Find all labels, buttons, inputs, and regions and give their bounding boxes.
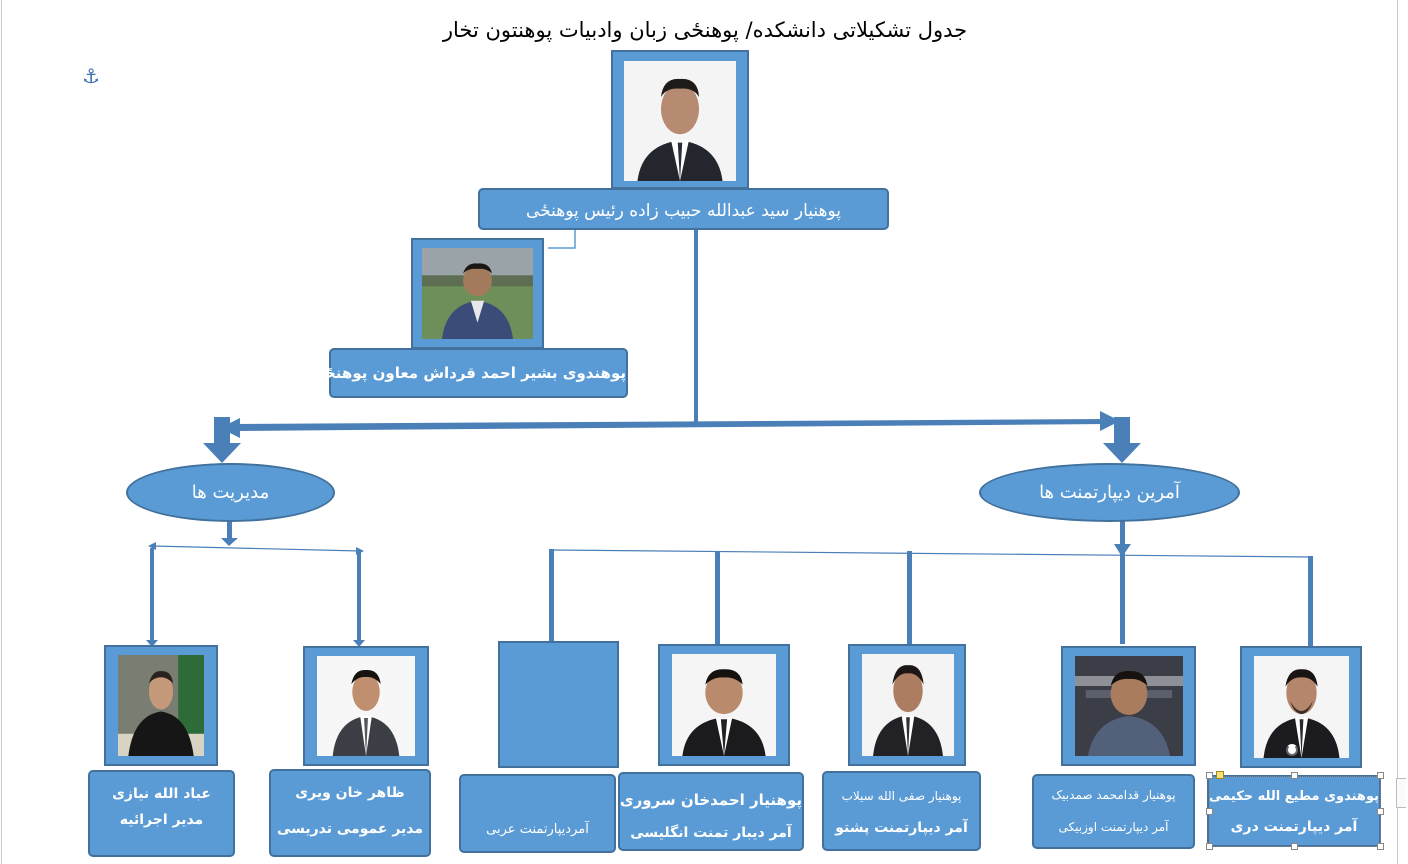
managements-node[interactable]: مدیریت ها: [126, 463, 335, 522]
resize-handle[interactable]: [1291, 772, 1298, 779]
manager-box-executive[interactable]: عباد الله نیازی مدیر اجرائیه: [88, 770, 235, 857]
dept-head-name: پوهنیار احمدخان سروری: [619, 791, 802, 809]
managements-label: مدیریت ها: [191, 482, 270, 503]
resize-handle[interactable]: [1377, 772, 1384, 779]
deputy-box[interactable]: پوهندوی بشیر احمد قرداش معاون پوهنځی: [309, 348, 628, 398]
manager-photo-executive: [104, 645, 218, 766]
dean-photo: [611, 50, 749, 189]
dept-photo-uzbek: [1061, 646, 1196, 766]
dept-head-name: پوهندوی مطیع الله حکیمی: [1209, 789, 1379, 804]
rotate-handle-icon[interactable]: [1286, 744, 1298, 756]
dept-photo-dari: [1240, 646, 1362, 768]
resize-handle[interactable]: [1206, 843, 1213, 850]
dept-head-name: پوهنیار قدامحمد صمدبیک: [1051, 788, 1176, 802]
dean-label: پوهنیار سید عبدالله حبیب زاده رئیس پوهنځ…: [525, 201, 842, 221]
manager-name: ظاهر خان ویری: [295, 785, 405, 801]
manager-role: مدیر عمومی تدریسی: [276, 821, 424, 837]
manager-photo-teaching: [303, 646, 429, 766]
dept-photo-english: [658, 644, 790, 766]
dept-box-english[interactable]: پوهنیار احمدخان سروری آمر دیبار تمنت انگ…: [618, 772, 804, 851]
layout-options-icon[interactable]: [1396, 778, 1406, 808]
selection-outline[interactable]: [1209, 776, 1381, 847]
dept-photo-pashto: [848, 644, 966, 766]
dept-head-role: آمر دیپارتمنت دری: [1230, 819, 1358, 835]
dept-photo-arabic-empty: [498, 641, 619, 768]
dept-box-pashto[interactable]: پوهنیار صفی الله سیلاب آمر دیپارتمنت پشت…: [822, 771, 981, 851]
resize-handle[interactable]: [1377, 843, 1384, 850]
dean-box[interactable]: پوهنیار سید عبدالله حبیب زاده رئیس پوهنځ…: [478, 188, 889, 230]
adjust-handle[interactable]: [1216, 771, 1224, 779]
resize-handle[interactable]: [1206, 772, 1213, 779]
resize-handle[interactable]: [1377, 808, 1384, 815]
anchor-icon[interactable]: ⚓: [82, 64, 100, 88]
dept-head-name: پوهنیار صفی الله سیلاب: [841, 789, 962, 803]
deputy-label: پوهندوی بشیر احمد قرداش معاون پوهنځی: [309, 364, 626, 382]
resize-handle[interactable]: [1206, 808, 1213, 815]
dept-head-role: آمر دیبار تمنت انگلیسی: [630, 825, 792, 841]
dept-head-role: آمر دیپارتمنت اوزبیکی: [1058, 820, 1169, 834]
manager-role: مدیر اجرائیه: [119, 812, 204, 828]
dept-head-role: آمردیپارتمنت عربی: [486, 822, 589, 837]
manager-box-teaching[interactable]: ظاهر خان ویری مدیر عمومی تدریسی: [269, 769, 431, 857]
dept-box-arabic[interactable]: آمردیپارتمنت عربی: [459, 774, 616, 853]
departments-label: آمرین دیپارتمنت ها: [1039, 482, 1180, 503]
deputy-photo: [411, 238, 544, 349]
resize-handle[interactable]: [1291, 843, 1298, 850]
dept-box-uzbek[interactable]: پوهنیار قدامحمد صمدبیک آمر دیپارتمنت اوز…: [1032, 774, 1195, 849]
manager-name: عباد الله نیازی: [112, 786, 211, 802]
departments-node[interactable]: آمرین دیپارتمنت ها: [979, 463, 1240, 522]
dept-head-role: آمر دیپارتمنت پشتو: [835, 820, 968, 836]
page-title: جدول تشکیلاتی دانشکده/ پوهنځی زبان وادبی…: [442, 18, 968, 42]
